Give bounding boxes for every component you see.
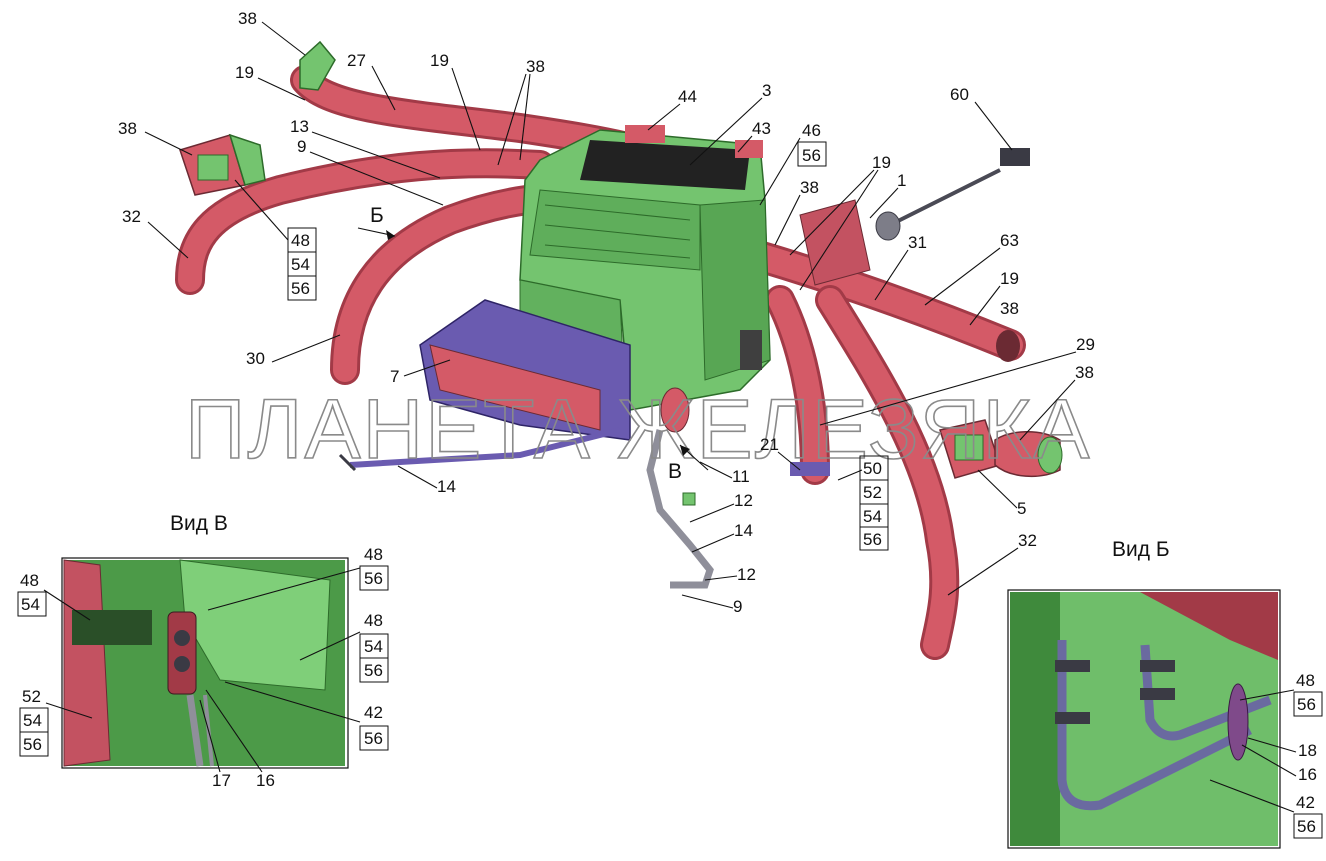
callout-14: 14: [734, 521, 753, 540]
callout-38: 38: [118, 119, 137, 138]
callout-63: 63: [1000, 231, 1019, 250]
watermark: ПЛАНЕТА ЖЕЛЕЗЯКА: [185, 382, 1091, 476]
callout-38: 38: [1075, 363, 1094, 382]
svg-text:54: 54: [863, 507, 882, 526]
callout-56: 56: [364, 729, 383, 748]
callout-19: 19: [235, 63, 254, 82]
callout-38: 38: [1000, 299, 1019, 318]
callout-42: 42: [1296, 793, 1315, 812]
callout-3: 3: [762, 81, 771, 100]
callouts-view-v: 48 54 48 56 48 54 56 52 54 56 42 56 17 1…: [17, 545, 389, 790]
callout-32: 32: [122, 207, 141, 226]
callout-16: 16: [1298, 765, 1317, 784]
valve-11: [660, 387, 690, 433]
hose-29: [765, 285, 830, 485]
callout-38: 38: [526, 57, 545, 76]
callout-19: 19: [872, 153, 891, 172]
heater-unit-3: [519, 125, 771, 411]
callout-56: 56: [23, 735, 42, 754]
svg-text:54: 54: [291, 255, 310, 274]
hose-32-right: [815, 285, 960, 660]
callout-14: 14: [437, 477, 456, 496]
svg-text:Б: Б: [370, 204, 384, 227]
hose-32-left: [175, 148, 555, 295]
callouts-main: 38 27 19 19 38 44 3 43 46 56 60 38 13 9 …: [118, 9, 1095, 616]
callout-52: 52: [22, 687, 41, 706]
callout-54: 54: [23, 711, 42, 730]
callout-43: 43: [752, 119, 771, 138]
clamp-12: [682, 492, 696, 506]
pipe-14-lower: [646, 429, 714, 589]
sensor-60: [875, 148, 1030, 241]
callout-44: 44: [678, 87, 697, 106]
callout-32: 32: [1018, 531, 1037, 550]
nozzle-38-left: [179, 133, 266, 196]
callout-11: 11: [732, 467, 750, 486]
svg-text:56: 56: [291, 279, 310, 298]
callout-54: 54: [364, 637, 383, 656]
callout-48: 48: [364, 611, 383, 630]
callout-56: 56: [802, 146, 821, 165]
callout-30: 30: [246, 349, 265, 368]
callout-17: 17: [212, 771, 231, 790]
svg-text:В: В: [668, 460, 682, 483]
hose-38-elbow-top: [299, 40, 336, 91]
callout-21: 21: [760, 435, 779, 454]
view-arrow-v: В: [668, 444, 709, 483]
callout-27: 27: [347, 51, 366, 70]
callout-19: 19: [430, 51, 449, 70]
callouts-view-b: 48 56 18 16 42 56: [1209, 671, 1323, 839]
callout-7: 7: [390, 367, 399, 386]
svg-text:56: 56: [863, 530, 882, 549]
callout-1: 1: [897, 171, 906, 190]
callout-9: 9: [297, 137, 306, 156]
callout-56: 56: [364, 661, 383, 680]
pipe-14-left: [338, 427, 621, 472]
callout-13: 13: [290, 117, 309, 136]
svg-text:52: 52: [863, 483, 882, 502]
callout-12: 12: [734, 491, 753, 510]
callout-48: 48: [20, 571, 39, 590]
callout-48: 48: [364, 545, 383, 564]
callout-29: 29: [1076, 335, 1095, 354]
callout-stack-48-54-56: 48 54 56: [234, 179, 317, 301]
callout-56: 56: [364, 569, 383, 588]
callout-31: 31: [908, 233, 927, 252]
inset-view-b: [1007, 589, 1281, 849]
callout-16: 16: [256, 771, 275, 790]
callout-56: 56: [1297, 695, 1316, 714]
hose-30: [330, 183, 560, 385]
callout-38: 38: [800, 178, 819, 197]
callout-9: 9: [733, 597, 742, 616]
tray-7: [419, 299, 631, 441]
svg-text:50: 50: [863, 459, 882, 478]
view-b-title: Вид Б: [1112, 538, 1170, 561]
inset-view-v: [61, 557, 349, 769]
callout-5: 5: [1017, 499, 1026, 518]
callout-56: 56: [1297, 817, 1316, 836]
callout-54: 54: [21, 595, 40, 614]
callout-38: 38: [238, 9, 257, 28]
svg-text:48: 48: [291, 231, 310, 250]
callout-46: 46: [802, 121, 821, 140]
callout-60: 60: [950, 85, 969, 104]
callout-stack-50-52-54-56: 50 52 54 56: [837, 455, 889, 551]
bracket-21: [790, 462, 830, 476]
callout-12: 12: [737, 565, 756, 584]
callout-18: 18: [1298, 741, 1317, 760]
view-arrow-b: Б: [357, 204, 396, 240]
view-v-title: Вид В: [170, 512, 228, 535]
callout-42: 42: [364, 703, 383, 722]
callout-19: 19: [1000, 269, 1019, 288]
nozzle-38-right: [939, 419, 1063, 479]
callout-48: 48: [1296, 671, 1315, 690]
